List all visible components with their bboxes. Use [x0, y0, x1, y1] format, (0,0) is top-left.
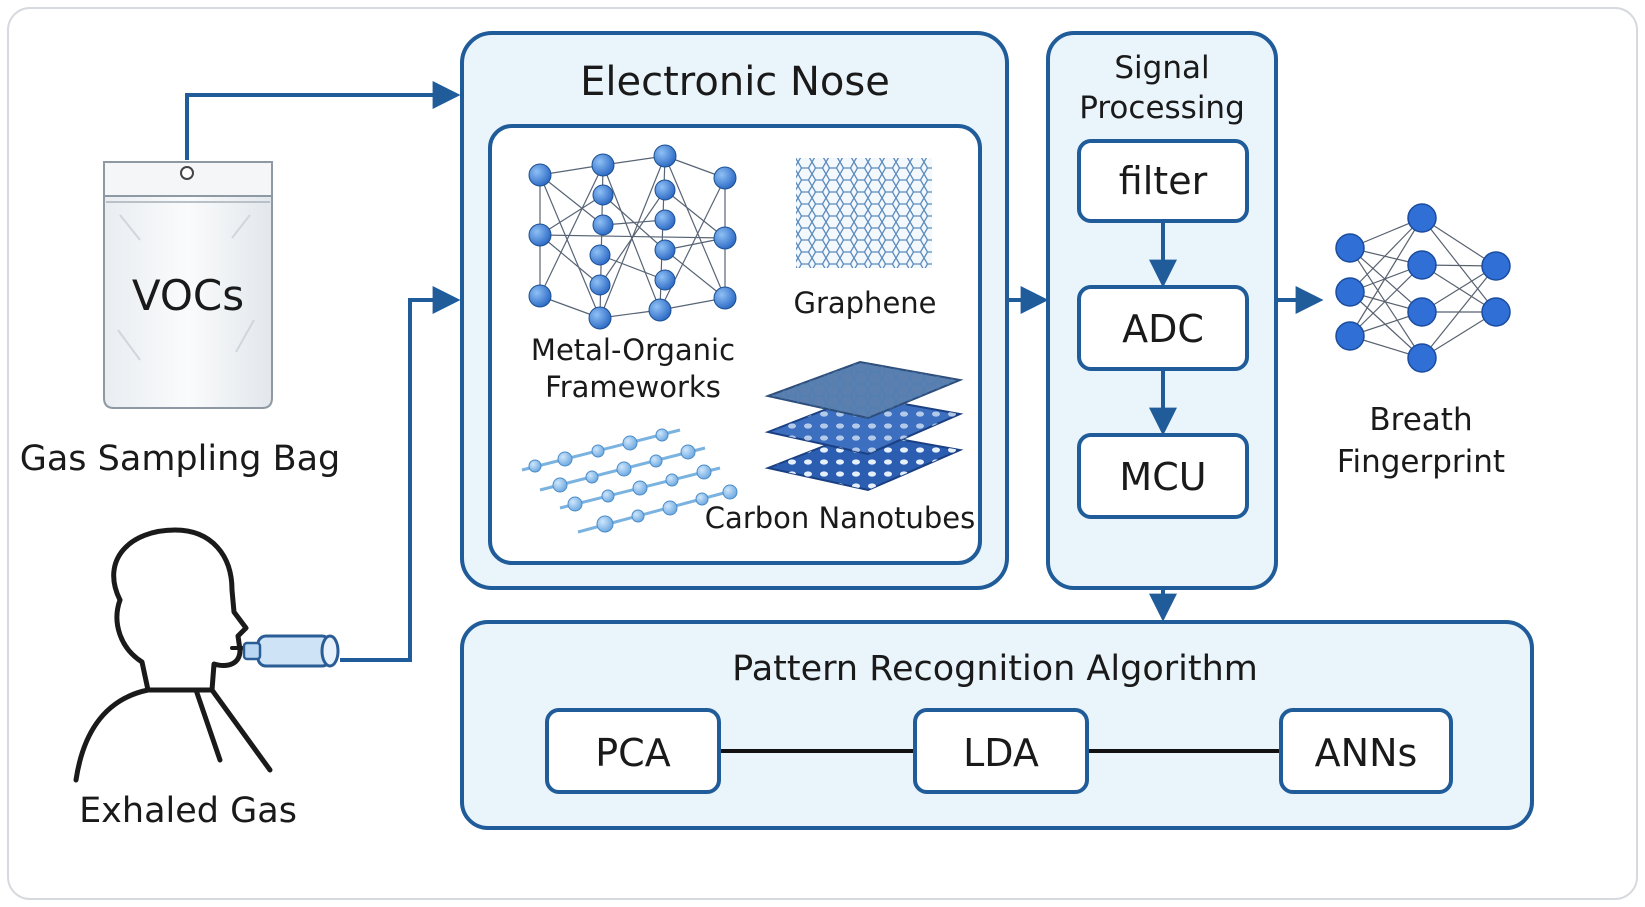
mcu-label: MCU — [1119, 455, 1206, 499]
graphene-label: Graphene — [793, 286, 936, 320]
lda-label: LDA — [963, 731, 1039, 775]
molecule-chains-icon — [521, 428, 738, 534]
pca-box — [545, 708, 721, 794]
adc-label: ADC — [1122, 307, 1204, 351]
exhaled-gas-label: Exhaled Gas — [79, 791, 297, 831]
pca-label: PCA — [595, 731, 670, 775]
breath-fingerprint-label-line1: Breath — [1369, 402, 1472, 438]
mof-label-line2: Frameworks — [545, 370, 721, 404]
graphene-icon — [796, 158, 932, 268]
metal-organic-framework-icon — [528, 144, 737, 330]
bag-hole-icon — [180, 166, 194, 180]
filter-label: filter — [1119, 159, 1208, 203]
breath-fingerprint-label-line2: Fingerprint — [1337, 444, 1505, 480]
signal-processing-title-line2: Processing — [1079, 90, 1245, 126]
carbon-nanotubes-icon — [764, 360, 964, 492]
filter-box — [1077, 139, 1249, 223]
bag-to-nose-arrow — [185, 81, 461, 160]
pattern-recognition-title: Pattern Recognition Algorithm — [732, 649, 1258, 689]
breath-tube-icon — [242, 634, 340, 668]
breath-to-nose-arrow — [340, 286, 461, 662]
mof-label-line1: Metal-Organic — [531, 333, 735, 367]
anns-label: ANNs — [1315, 731, 1418, 775]
neural-network-icon — [1335, 203, 1511, 373]
carbon-nanotubes-label: Carbon Nanotubes — [705, 501, 975, 535]
electronic-nose-title: Electronic Nose — [580, 59, 890, 105]
bag-content-label: VOCs — [132, 271, 244, 320]
signal-processing-title-line1: Signal — [1114, 50, 1209, 86]
anns-box — [1279, 708, 1453, 794]
lda-box — [913, 708, 1089, 794]
gas-sampling-bag-label: Gas Sampling Bag — [20, 439, 341, 479]
gas-sampling-bag — [103, 161, 273, 409]
